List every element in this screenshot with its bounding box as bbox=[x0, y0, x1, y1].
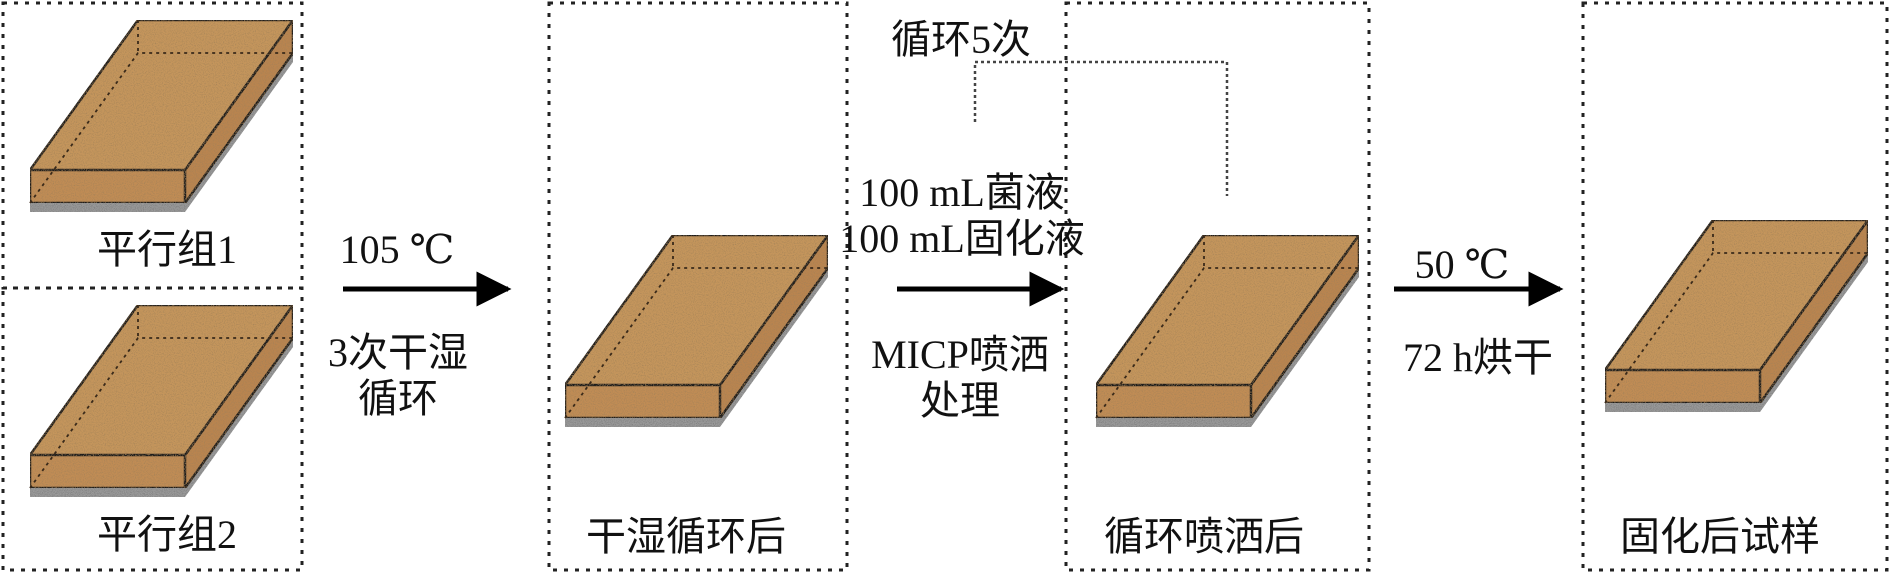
step-wet-dry-line-1: 3次干湿 bbox=[328, 330, 468, 375]
panel-frame-after-wet-dry bbox=[547, 1, 849, 572]
specimen-label-cured: 固化后试样 bbox=[1620, 514, 1820, 559]
panel-frame-parallel-1 bbox=[1, 1, 304, 290]
step-temp-label-50: 50 ℃ bbox=[1414, 242, 1510, 287]
step-micp-reagent-2: 100 mL固化液 bbox=[839, 216, 1085, 261]
specimen-block-parallel-2 bbox=[28, 303, 295, 497]
specimen-block-after-spray bbox=[1094, 233, 1361, 427]
step-micp-line-1: MICP喷洒 bbox=[871, 332, 1049, 377]
step-dry-description: 72 h烘干 bbox=[1403, 335, 1553, 380]
panel-frame-after-spray bbox=[1064, 1, 1371, 572]
panel-frame-cured bbox=[1581, 1, 1889, 572]
specimen-block-cured bbox=[1603, 218, 1870, 412]
loop-connector bbox=[973, 60, 1229, 196]
specimen-label-parallel-1: 平行组1 bbox=[97, 227, 237, 272]
loop-count-label: 循环5次 bbox=[891, 17, 1031, 62]
step-micp-reagents: 100 mL菌液 100 mL固化液 bbox=[822, 170, 1102, 262]
step-temp-label-105: 105 ℃ bbox=[339, 227, 455, 272]
specimen-block-after-wet-dry bbox=[563, 233, 830, 427]
specimen-label-after-wet-dry: 干湿循环后 bbox=[586, 514, 786, 559]
step-micp-description: MICP喷洒 处理 bbox=[850, 332, 1070, 424]
step-wet-dry-line-2: 循环 bbox=[358, 376, 438, 421]
step-wet-dry-description: 3次干湿 循环 bbox=[328, 330, 468, 422]
specimen-label-parallel-2: 平行组2 bbox=[97, 512, 237, 557]
specimen-block-parallel-1 bbox=[28, 18, 295, 212]
step-micp-reagent-1: 100 mL菌液 bbox=[859, 170, 1065, 215]
specimen-label-after-spray: 循环喷洒后 bbox=[1104, 514, 1304, 559]
step-micp-line-2: 处理 bbox=[920, 378, 1000, 423]
panel-frame-parallel-2 bbox=[1, 286, 304, 572]
